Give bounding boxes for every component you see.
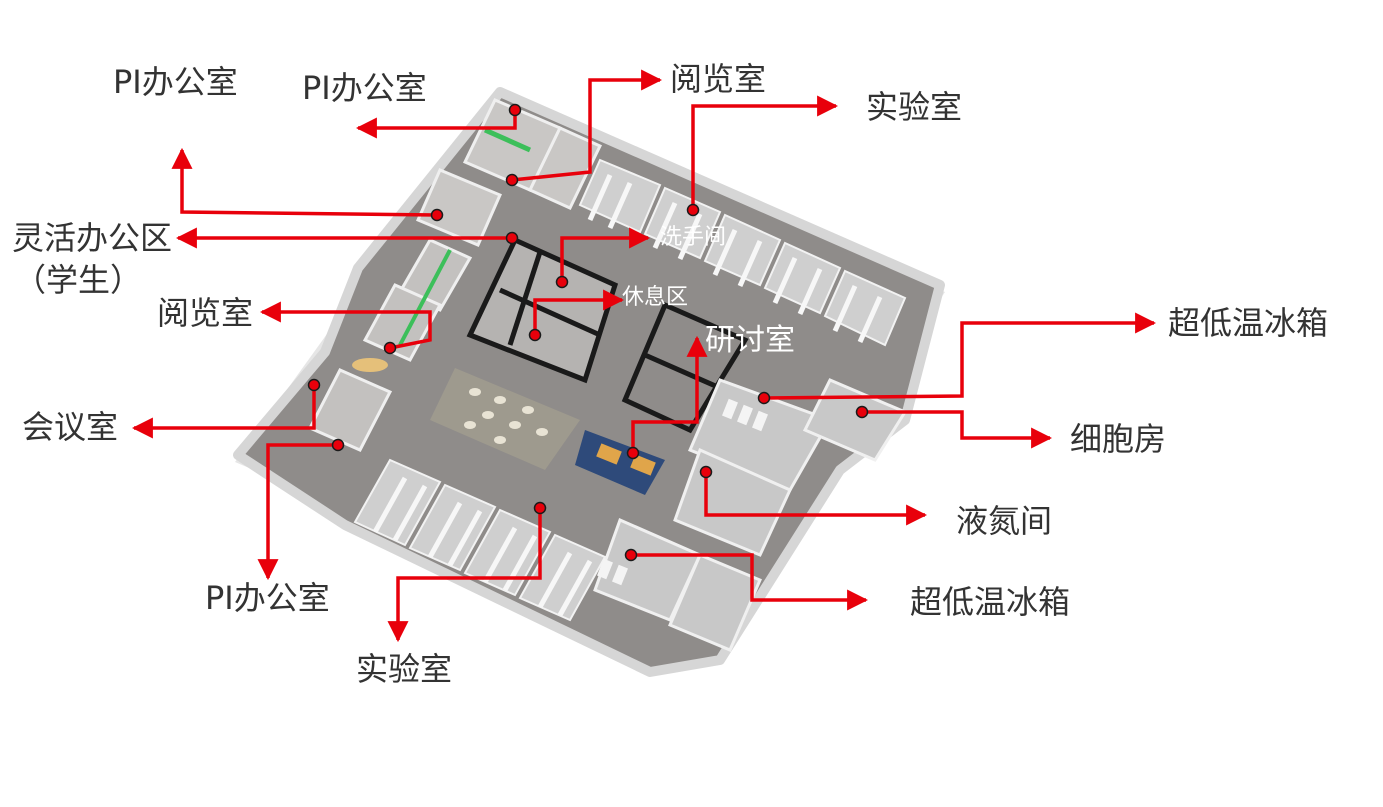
lounge-floor [430, 368, 580, 470]
core-partitions [466, 236, 749, 434]
label-pi-office-bottom: PI办公室 [205, 579, 330, 617]
lab-benches-north [587, 173, 883, 344]
label-lab-top: 实验室 [866, 88, 963, 126]
label-cell-room: 细胞房 [1070, 420, 1167, 458]
label-ultra-freezer-bottom: 超低温冰箱 [910, 583, 1071, 621]
label-pi-office-1: PI办公室 [113, 63, 238, 101]
lab-strip-north [578, 158, 907, 347]
meeting-table [352, 358, 388, 372]
label-lab-bottom: 实验室 [356, 650, 453, 688]
outer-wall [233, 87, 945, 677]
callout-pi-office-left [171, 147, 438, 217]
label-pi-office-2: PI办公室 [302, 69, 427, 107]
callout-cell-room [862, 410, 1053, 449]
label-reading-room-top: 阅览室 [670, 60, 767, 98]
callout-dots [307, 103, 869, 562]
lab-strip-south [353, 458, 607, 622]
label-meeting-room: 会议室 [22, 408, 119, 446]
callout-ultra-freezer-right [763, 312, 1157, 400]
seminar-room-glass [575, 430, 665, 495]
label-ultra-freezer-right: 超低温冰箱 [1168, 304, 1329, 342]
callout-lab-bottom [387, 508, 542, 643]
callout-pi-office-bottom [257, 443, 338, 581]
lab-benches-south [372, 476, 593, 617]
callout-liquid-nitrogen [704, 472, 928, 526]
office-cluster-north [416, 98, 603, 247]
callout-reading-room-top [511, 69, 663, 182]
seminar-tables [596, 443, 656, 476]
callout-washroom [560, 227, 651, 282]
label-reading-room-left: 阅览室 [157, 294, 254, 332]
label-flex-office-students: （学生） [14, 261, 143, 299]
callout-rest-area [533, 289, 625, 335]
callout-lab-top [691, 95, 839, 210]
callout-reading-room-left [259, 301, 432, 350]
label-seminar-room: 研讨室 [705, 323, 795, 358]
label-washroom: 洗手间 [660, 225, 727, 250]
label-liquid-nitrogen: 液氮间 [956, 502, 1053, 540]
callout-seminar [631, 335, 708, 453]
label-flex-office: 灵活办公区 [12, 219, 173, 257]
freezer-units [596, 398, 769, 586]
glass-partition [483, 127, 532, 153]
lounge-tables [464, 388, 548, 444]
callout-lines [131, 69, 1157, 643]
glass-partition-west [398, 249, 452, 346]
callout-ultra-freezer-bottom [631, 553, 869, 611]
callout-meeting-room [131, 385, 316, 439]
label-rest-area: 休息区 [622, 285, 689, 310]
